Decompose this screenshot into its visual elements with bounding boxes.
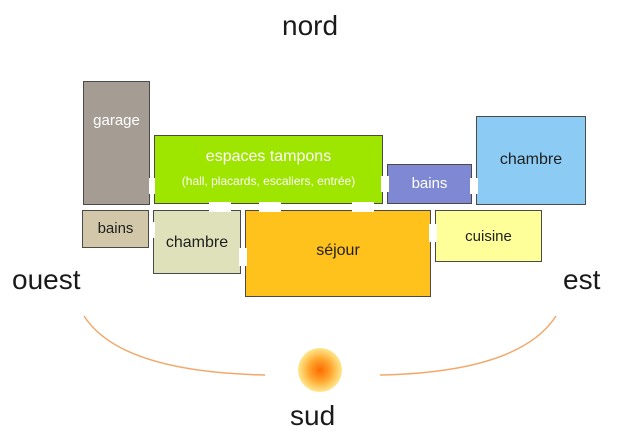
room-kitchen-label: cuisine: [465, 228, 512, 245]
sun-arc-east: [379, 315, 557, 376]
door-opening: [429, 224, 437, 242]
door-opening: [149, 222, 155, 238]
room-bedroom-south: chambre: [153, 210, 241, 274]
door-opening: [149, 178, 155, 194]
sun-arc-west: [83, 315, 266, 376]
door-opening: [470, 178, 478, 194]
room-living-label: séjour: [316, 242, 360, 259]
room-garage-label: garage: [93, 112, 140, 129]
direction-west-label: ouest: [12, 264, 81, 295]
room-buffer-spaces: espaces tampons (hall, placards, escalie…: [154, 135, 383, 204]
room-bath-west: bains: [82, 210, 149, 248]
room-living: séjour: [245, 210, 431, 297]
direction-south-label: sud: [290, 400, 336, 431]
door-opening: [381, 176, 389, 192]
direction-north-label: nord: [282, 10, 339, 41]
door-opening: [259, 202, 281, 212]
sun-icon: [298, 348, 342, 392]
door-opening: [239, 248, 247, 266]
room-bedroom-south-label: chambre: [165, 234, 229, 251]
room-buffer-spaces-detail: (hall, placards, escaliers, entrée): [181, 174, 356, 188]
room-garage: garage: [83, 81, 150, 205]
room-bath-west-label: bains: [97, 220, 134, 237]
room-kitchen: cuisine: [435, 210, 542, 262]
room-bedroom-northeast: chambre: [476, 116, 586, 205]
door-opening: [352, 202, 374, 212]
room-bath-north-label: bains: [411, 175, 448, 192]
room-buffer-spaces-label: espaces tampons: [205, 148, 332, 165]
direction-east-label: est: [563, 264, 601, 295]
room-bath-north: bains: [387, 164, 472, 204]
door-opening: [209, 202, 231, 212]
room-bedroom-northeast-label: chambre: [499, 151, 563, 168]
